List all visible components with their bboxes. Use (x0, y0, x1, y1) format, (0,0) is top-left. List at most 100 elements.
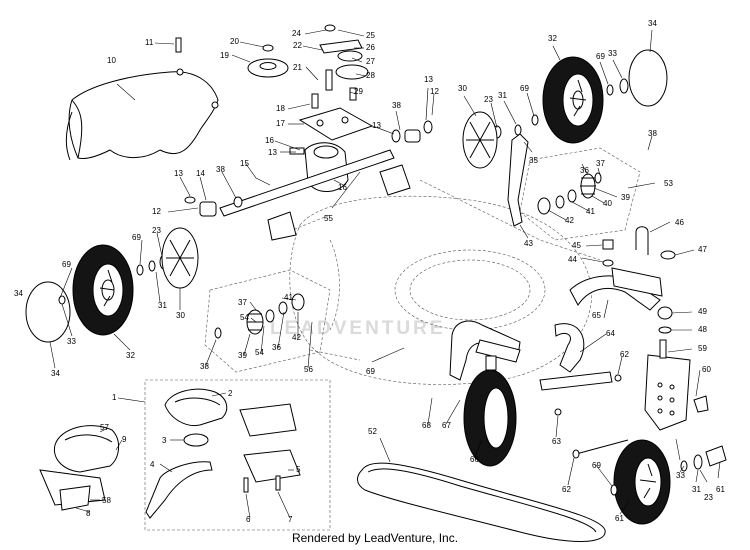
callout-47: 47 (698, 245, 707, 254)
callout-13d: 13 (424, 75, 433, 84)
callout-25: 25 (366, 31, 375, 40)
callout-1: 1 (112, 393, 117, 402)
right-gear-detail (519, 147, 641, 241)
callout-42b: 42 (292, 333, 301, 342)
callout-62a: 62 (620, 350, 629, 359)
callout-8: 8 (86, 509, 91, 518)
front-caster-wheel (449, 320, 622, 467)
callout-31b: 31 (692, 485, 701, 494)
callout-33c: 33 (67, 337, 76, 346)
callout-14a: 14 (196, 169, 205, 178)
callout-33a: 33 (608, 49, 617, 58)
callout-36b: 36 (272, 343, 281, 352)
callout-7: 7 (288, 515, 293, 524)
callout-19: 19 (220, 51, 229, 60)
callout-30a: 30 (458, 84, 467, 93)
callout-41b: 41 (284, 293, 293, 302)
callout-50: 52 (368, 427, 377, 436)
callout-61: 62 (562, 485, 571, 494)
callout-31c: 31 (158, 301, 167, 310)
callout-44: 44 (568, 255, 577, 264)
callout-4: 4 (150, 460, 155, 469)
callout-51: 53 (664, 179, 673, 188)
callout-52b: 54 (240, 313, 249, 322)
callout-45: 45 (572, 241, 581, 250)
callout-13c: 13 (372, 121, 381, 130)
callout-31a: 31 (498, 91, 507, 100)
callout-23c: 23 (152, 226, 161, 235)
callout-64: 65 (592, 311, 601, 320)
callout-65: 66 (470, 455, 479, 464)
callout-67: 68 (422, 421, 431, 430)
callout-69e: 69 (132, 233, 141, 242)
callout-9: 9 (122, 435, 127, 444)
callout-18: 18 (276, 104, 285, 113)
callout-34c: 34 (14, 289, 23, 298)
callout-53: 55 (324, 214, 333, 223)
callout-39a: 39 (621, 193, 630, 202)
callout-36a: 36 (580, 166, 589, 175)
callout-35: 35 (529, 156, 538, 165)
height-adjust-bracket (539, 226, 709, 431)
callout-69c: 69 (592, 461, 601, 470)
callout-69f: 69 (62, 260, 71, 269)
callout-10: 10 (107, 56, 116, 65)
callout-13b: 13 (174, 169, 183, 178)
callout-58: 60 (702, 365, 711, 374)
callout-28: 28 (366, 71, 375, 80)
watermark-logo: LEADVENTURE (270, 318, 446, 339)
callout-38a: 38 (216, 165, 225, 174)
callout-3: 3 (162, 436, 167, 445)
callout-13a: 13 (268, 148, 277, 157)
callout-38b: 38 (392, 101, 401, 110)
callout-24: 24 (292, 29, 301, 38)
callout-27: 27 (366, 57, 375, 66)
callout-32b: 32 (126, 351, 135, 360)
callout-numbers: 10 11 20 19 21 22 24 25 26 27 28 29 18 1… (14, 19, 725, 524)
callout-38c: 38 (648, 129, 657, 138)
callout-6: 6 (246, 515, 251, 524)
callout-20: 20 (230, 37, 239, 46)
callout-11: 11 (145, 38, 154, 47)
callout-22: 22 (293, 41, 302, 50)
callout-57: 59 (698, 344, 707, 353)
callout-29: 29 (354, 87, 363, 96)
callout-16b: 16 (338, 183, 347, 192)
callout-26: 26 (366, 43, 375, 52)
callout-69a: 69 (520, 84, 529, 93)
callout-15: 15 (240, 159, 249, 168)
callout-59: 61 (716, 485, 725, 494)
callout-12b: 12 (430, 87, 439, 96)
callout-21: 21 (293, 63, 302, 72)
mower-deck (279, 179, 601, 385)
callout-40: 40 (603, 199, 612, 208)
callout-62b: 63 (552, 437, 561, 446)
drive-belt (357, 462, 606, 542)
callout-49: 49 (698, 307, 707, 316)
callout-69b: 69 (596, 52, 605, 61)
callout-46: 46 (675, 218, 684, 227)
callout-32a: 32 (548, 34, 557, 43)
left-gear-detail (204, 269, 331, 373)
callout-2: 2 (228, 389, 233, 398)
callout-60: 61 (615, 514, 624, 523)
callout-12a: 12 (152, 207, 161, 216)
callout-48: 48 (698, 325, 707, 334)
callout-42a: 42 (565, 216, 574, 225)
callout-16a: 16 (265, 136, 274, 145)
callout-34a: 34 (648, 19, 657, 28)
right-rear-wheel (462, 49, 668, 227)
render-credit: Rendered by LeadVenture, Inc. (291, 531, 459, 545)
callout-39b: 39 (238, 351, 247, 360)
rear-shield (65, 68, 219, 161)
callout-23b: 23 (704, 493, 713, 502)
callout-17: 17 (276, 119, 285, 128)
callout-23a: 23 (484, 95, 493, 104)
callout-56: 58 (102, 496, 111, 505)
callout-5: 5 (296, 465, 301, 474)
callout-leaders (49, 29, 721, 519)
callout-55: 57 (100, 423, 109, 432)
callout-41a: 41 (586, 207, 595, 216)
callout-30b: 30 (176, 311, 185, 320)
